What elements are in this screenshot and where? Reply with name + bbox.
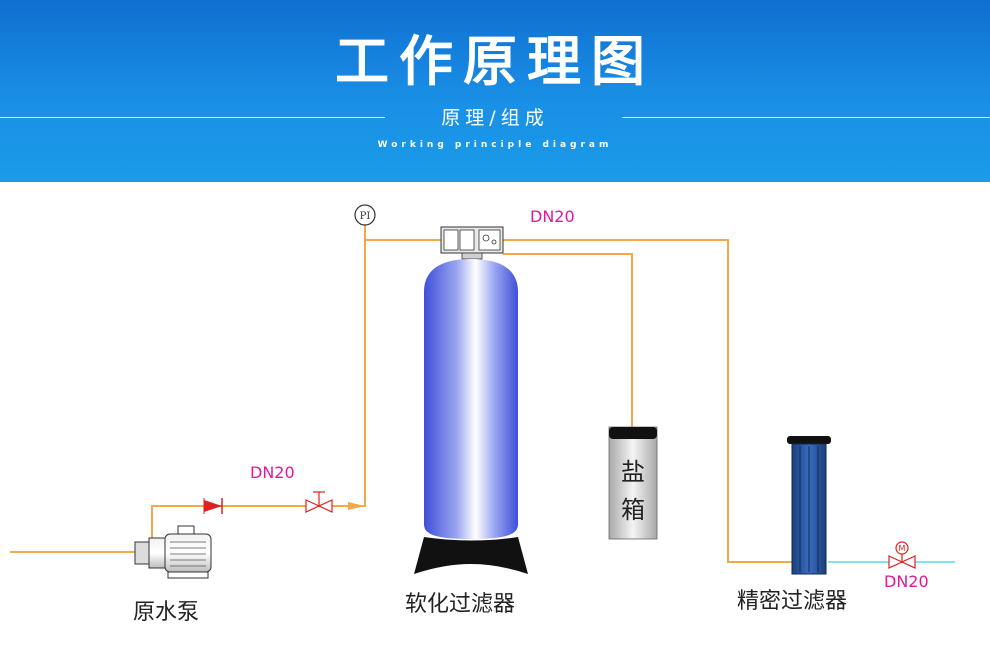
header-banner: 工作原理图 原理/组成 Working principle diagram: [0, 0, 990, 182]
process-diagram-svg: PI: [10, 204, 955, 579]
salt-tank-label-top: 盐: [621, 458, 645, 486]
pipe-network: [10, 224, 792, 563]
pump-outlet-pipe: [151, 239, 443, 539]
brine-pipe: [503, 253, 633, 430]
salt-tank-icon: [608, 426, 658, 540]
control-valve-head-icon: [440, 226, 504, 260]
page-subtitle-english: Working principle diagram: [377, 140, 613, 150]
pipe-size-label-outlet: DN20: [884, 572, 929, 591]
precision-filter-icon: [787, 436, 831, 575]
outlet-motor-valve-icon: [888, 541, 916, 569]
page-title: 工作原理图: [335, 30, 655, 93]
precision-filter-label: 精密过滤器: [737, 589, 848, 614]
tank-stand: [414, 537, 528, 574]
gate-valve-icon: [305, 491, 333, 513]
pump-icon: [134, 525, 212, 579]
process-diagram: PI: [0, 182, 990, 650]
pipe-size-label-top: DN20: [530, 207, 575, 226]
page-subtitle: 原理/组成: [441, 107, 549, 129]
left-divider: [0, 117, 385, 118]
salt-tank-label-bottom: 箱: [621, 496, 645, 524]
motor-valve-mark: M: [899, 544, 906, 553]
right-divider: [622, 117, 990, 118]
pump-label: 原水泵: [133, 600, 200, 625]
pressure-gauge-icon: [354, 204, 376, 226]
flow-arrow-icon: [348, 502, 365, 510]
check-valve-icon: [203, 498, 223, 514]
pressure-gauge-label: PI: [360, 211, 371, 222]
pipe-size-label-mid: DN20: [250, 463, 295, 482]
softener-tank-icon: [414, 259, 528, 574]
product-pipe: [503, 239, 792, 563]
softener-label: 软化过滤器: [405, 592, 516, 617]
